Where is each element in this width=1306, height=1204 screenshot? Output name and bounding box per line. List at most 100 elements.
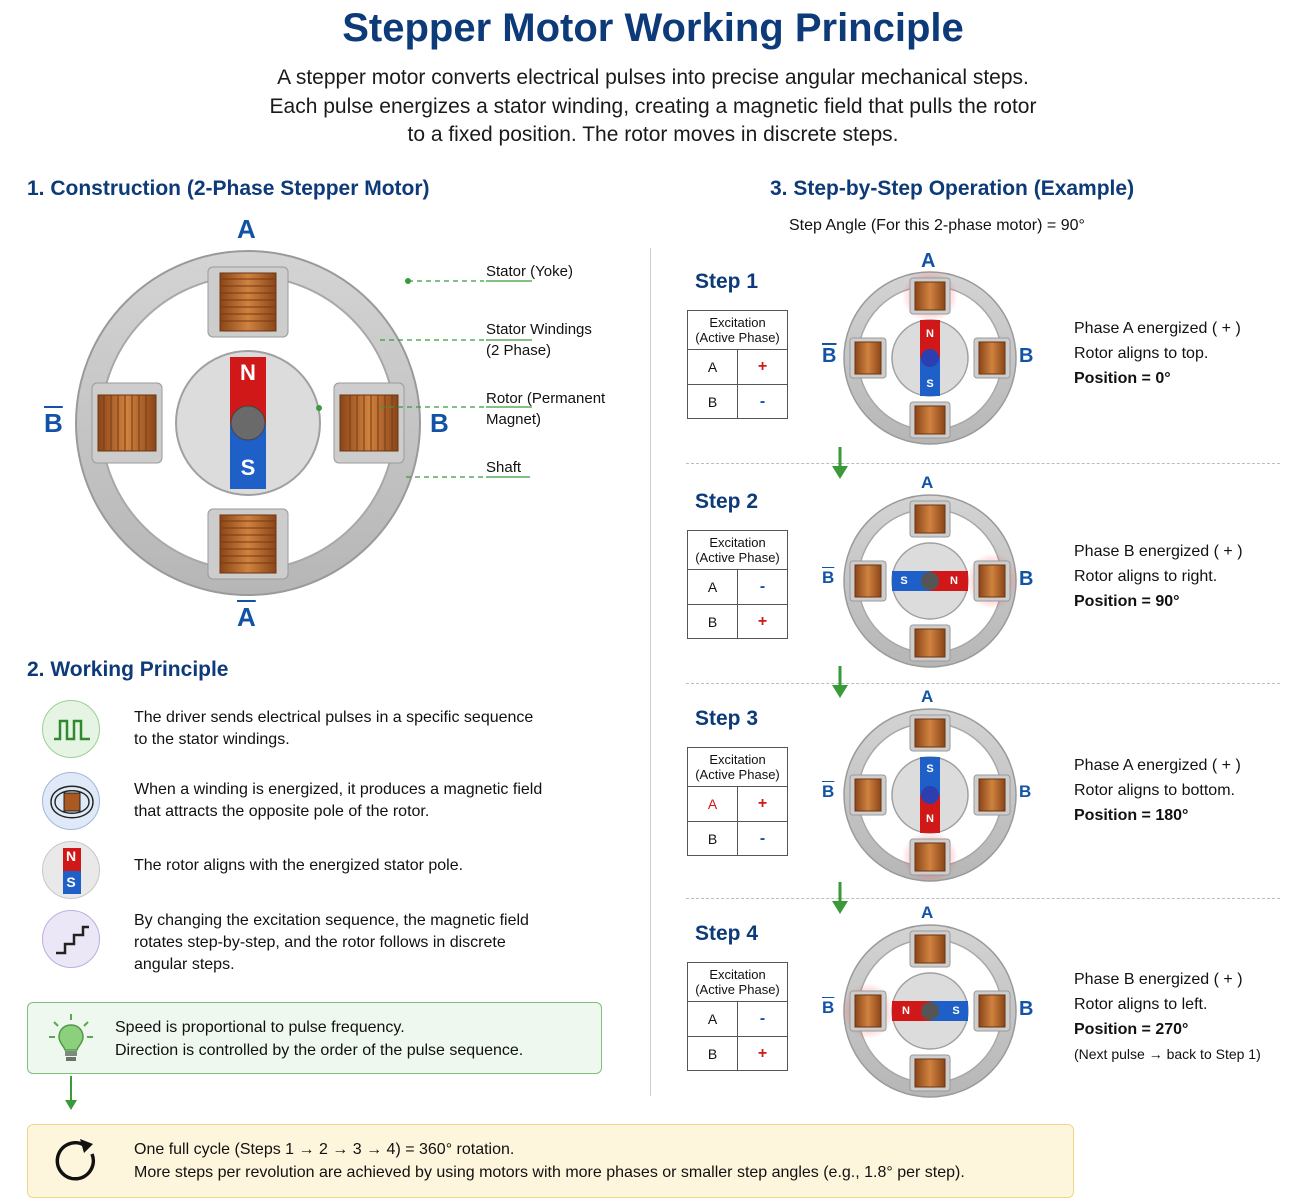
tip-line: Speed is proportional to pulse frequency… — [115, 1019, 405, 1036]
coil-left — [854, 778, 882, 812]
coil-top — [914, 281, 946, 311]
table-header-line: Excitation — [709, 752, 766, 767]
cycle-text: One full cycle (Steps 1 → 2 → 3 → 4) = 3… — [134, 1138, 965, 1184]
step-separator — [686, 683, 1280, 684]
phase-cell: B — [688, 822, 738, 855]
phase-cell: B — [688, 605, 738, 638]
phase-cell: A — [688, 787, 738, 821]
rotor-south-half — [920, 757, 940, 795]
label-line: (2 Phase) — [486, 342, 552, 359]
step-description-line: Phase B energized ( + ) — [1074, 971, 1243, 988]
construction-heading: 1. Construction (2-Phase Stepper Motor) — [27, 177, 430, 200]
table-row: A- — [688, 1002, 787, 1036]
working-item-2: When a winding is energized, it produces… — [134, 779, 542, 823]
rotor-north-half — [930, 571, 968, 591]
step-description-line: Position = 270° — [1074, 1021, 1189, 1038]
label-line: Magnet) — [486, 411, 542, 428]
coil-bottom — [914, 405, 946, 435]
step-description-line: Rotor aligns to left. — [1074, 996, 1208, 1013]
rotor-magnet: NS — [892, 571, 968, 591]
pole-label-b: B — [1019, 998, 1034, 1020]
pole-label-a: A — [237, 214, 256, 244]
cycle-box — [27, 1124, 1074, 1198]
cycle-line: One full cycle (Steps 1 → 2 → 3 → 4) = 3… — [134, 1141, 515, 1158]
table-row: B- — [688, 821, 787, 855]
shaft — [921, 349, 939, 367]
intro-line: A stepper motor converts electrical puls… — [277, 66, 1029, 89]
working-line: The driver sends electrical pulses in a … — [134, 709, 534, 726]
pole-label-a: A — [921, 250, 936, 272]
phase-cell: A — [688, 1002, 738, 1036]
working-line: to the stator windings. — [134, 731, 290, 748]
magnet-ns-icon — [42, 841, 100, 899]
excitation-table-header: Excitation(Active Phase) — [688, 963, 787, 1002]
pole-label-a: A — [921, 687, 934, 706]
shaft — [921, 1002, 939, 1020]
table-header-line: (Active Phase) — [695, 330, 780, 345]
phase-cell: B — [688, 1037, 738, 1070]
step-motor-diagram: NS — [843, 270, 1017, 445]
step-label: Step 2 — [695, 490, 759, 513]
coil-left — [854, 994, 882, 1028]
step-separator — [686, 898, 1280, 899]
step-description-line: Position = 90° — [1074, 593, 1180, 610]
column-divider — [650, 248, 651, 1096]
rotor-north-label: N — [926, 813, 934, 825]
excitation-table-header: Excitation(Active Phase) — [688, 311, 787, 350]
rotor-north-label: N — [926, 328, 934, 340]
excitation-table: Excitation(Active Phase)A+B- — [687, 747, 788, 856]
stator-pole-top — [207, 266, 289, 338]
step-description-line: Rotor aligns to right. — [1074, 568, 1218, 585]
step-label: Step 3 — [695, 707, 759, 730]
intro-text: A stepper motor converts electrical puls… — [153, 64, 1153, 150]
sign-cell: + — [757, 795, 768, 812]
working-line: that attracts the opposite pole of the r… — [134, 803, 430, 820]
excitation-table-header: Excitation(Active Phase) — [688, 748, 787, 787]
rotor-south-label: S — [900, 575, 907, 587]
step-description-line: Phase A energized ( + ) — [1074, 757, 1241, 774]
table-header-line: Excitation — [709, 967, 766, 982]
step-angle-text: Step Angle (For this 2-phase motor) = 90… — [789, 217, 1085, 234]
coil-bottom — [914, 842, 946, 872]
sign-cell: - — [759, 578, 766, 595]
step-motor-diagram: NS — [843, 494, 1018, 668]
label-stator-yoke: Stator (Yoke) — [486, 263, 573, 280]
step-arrow-down — [832, 666, 848, 698]
table-row: A+ — [688, 787, 787, 821]
sign-cell: + — [757, 613, 768, 630]
stator-pole-left — [91, 382, 163, 464]
coil-top — [914, 934, 946, 964]
sign-cell: + — [757, 1045, 768, 1062]
working-line: angular steps. — [134, 956, 235, 973]
pole-label-a: A — [921, 903, 934, 922]
construction-leader-lines — [380, 280, 532, 478]
step-label: Step 1 — [695, 270, 759, 293]
pole-label-b-bar: B — [44, 408, 63, 438]
working-heading: 2. Working Principle — [27, 658, 229, 681]
tip-line: Direction is controlled by the order of … — [115, 1042, 524, 1059]
step-separator — [686, 463, 1280, 464]
table-header-line: (Active Phase) — [695, 550, 780, 565]
tip-text: Speed is proportional to pulse frequency… — [115, 1016, 523, 1062]
working-line: By changing the excitation sequence, the… — [134, 912, 529, 929]
working-line: rotates step-by-step, and the rotor foll… — [134, 934, 506, 951]
step-label: Step 4 — [695, 922, 759, 945]
rotate-cycle-icon — [55, 1139, 96, 1181]
excitation-table: Excitation(Active Phase)A-B+ — [687, 530, 788, 639]
tip-box — [27, 1002, 602, 1074]
rotor-south-label: S — [926, 763, 933, 775]
label-rotor: Rotor (Permanent Magnet) — [486, 388, 605, 430]
cycle-line: More steps per revolution are achieved b… — [134, 1164, 965, 1181]
step-description: Phase B energized ( + )Rotor aligns to r… — [1074, 539, 1243, 614]
excitation-table-header: Excitation(Active Phase) — [688, 531, 787, 570]
table-header-line: Excitation — [709, 315, 766, 330]
label-line: Stator Windings — [486, 321, 592, 338]
coil-left — [854, 341, 882, 375]
step-description-line: Position = 180° — [1074, 807, 1189, 824]
phase-cell: A — [688, 570, 738, 604]
table-header-line: Excitation — [709, 535, 766, 550]
rotor-south-label: S — [952, 1005, 959, 1017]
phase-cell: A — [688, 350, 738, 384]
